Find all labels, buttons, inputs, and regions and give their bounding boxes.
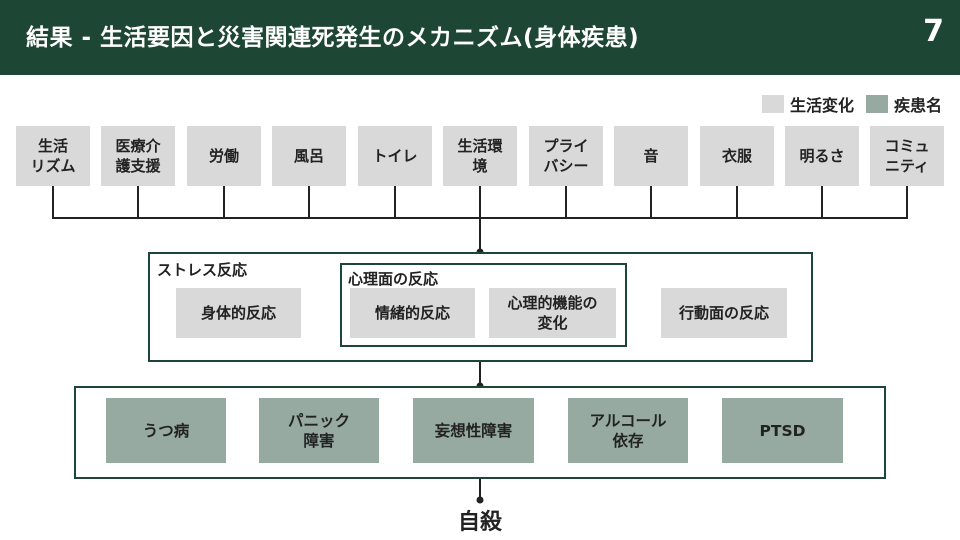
legend-label: 生活変化: [789, 96, 854, 115]
physical-reaction-box: 身体的反応: [176, 288, 301, 338]
life-factor-care-support: 医療介 護支援: [101, 126, 175, 186]
legend-item-life-change: 生活変化: [761, 92, 854, 116]
outcome-suicide: 自殺: [457, 510, 502, 535]
legend-item-disease: 疾患名: [865, 92, 942, 116]
life-factor-rhythm: 生活 リズム: [16, 126, 90, 186]
stress-reaction-title: ストレス反応: [157, 261, 248, 279]
life-factor-work: 労働: [187, 126, 261, 186]
life-factor-toilet: トイレ: [358, 126, 432, 186]
page-title: 結果 - 生活要因と災害関連死発生のメカニズム(身体疾患): [26, 25, 640, 51]
life-factor-community: コミュ ニティ: [870, 126, 944, 186]
life-factor-environment: 生活環 境: [443, 126, 517, 186]
disease-alcohol-dependence: アルコール 依存: [568, 398, 688, 463]
cognitive-change-box: 心理的機能の 変化: [489, 288, 616, 338]
page-number: 7: [923, 14, 944, 49]
legend-swatch-life-change: [761, 95, 784, 113]
disease-panic-disorder: パニック 障害: [259, 398, 379, 463]
legend-label: 疾患名: [893, 96, 942, 115]
life-factor-privacy: プライ バシー: [529, 126, 603, 186]
life-factor-clothing: 衣服: [700, 126, 774, 186]
disease-depression: うつ病: [106, 398, 226, 463]
legend: 生活変化 疾患名: [750, 92, 942, 116]
disease-ptsd: PTSD: [722, 398, 843, 463]
psych-reaction-title: 心理面の反応: [348, 270, 439, 288]
life-factor-sound: 音: [614, 126, 688, 186]
life-factor-bath: 風呂: [272, 126, 346, 186]
behavioral-reaction-box: 行動面の反応: [661, 288, 787, 338]
disease-delusional-disorder: 妄想性障害: [413, 398, 534, 463]
life-factor-brightness: 明るさ: [785, 126, 859, 186]
header-bar: 結果 - 生活要因と災害関連死発生のメカニズム(身体疾患) 7: [0, 0, 960, 75]
legend-swatch-disease: [865, 95, 888, 113]
emotional-reaction-box: 情緒的反応: [350, 288, 475, 338]
